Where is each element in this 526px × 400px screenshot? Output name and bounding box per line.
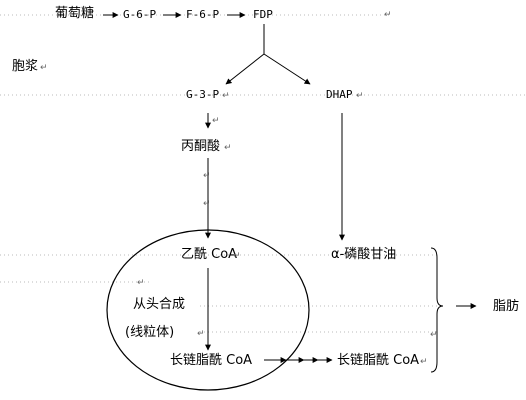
paragraph-mark: ↵ (233, 251, 241, 261)
node-long-chain-acyl-coa-left: 长链脂酰 CoA (170, 353, 253, 368)
node-acetyl-coa: 乙酰 CoA (181, 247, 238, 262)
node-pyruvate: 丙酮酸 (181, 139, 221, 154)
mitochondria-ellipse (106, 229, 310, 391)
paragraph-mark: ↵ (40, 63, 48, 73)
paragraph-mark: ↵ (430, 330, 438, 340)
paragraph-mark: ↵ (137, 278, 145, 288)
node-fat: 脂肪 (493, 299, 520, 314)
paragraph-mark: ↵ (203, 199, 211, 209)
paragraph-mark: ↵ (420, 357, 428, 367)
arrow-fdp-g3p (225, 53, 265, 85)
label-cytosol: 胞浆 (12, 59, 39, 74)
node-g3p: G-3-P (186, 88, 220, 101)
combine-brace (430, 247, 444, 373)
node-long-chain-acyl-coa-right: 长链脂酰 CoA (337, 353, 420, 368)
paragraph-mark: ↵ (197, 329, 205, 339)
node-fdp: FDP (253, 8, 273, 21)
paragraph-mark: ↵ (222, 91, 230, 101)
label-mitochondria: (线粒体) (125, 325, 175, 340)
arrow-fdp-dhap (263, 53, 311, 85)
node-alpha-glycerophosphate: α-磷酸甘油 (331, 247, 397, 262)
paragraph-mark: ↵ (224, 143, 232, 153)
paragraph-mark: ↵ (203, 171, 211, 181)
paragraph-mark: ↵ (356, 91, 364, 101)
node-glucose: 葡萄糖 (55, 6, 95, 21)
paragraph-mark: ↵ (212, 116, 220, 126)
paragraph-mark: ↵ (384, 10, 392, 20)
node-dhap: DHAP (326, 88, 353, 101)
node-g6p: G-6-P (123, 8, 157, 21)
label-de-novo-synthesis: 从头合成 (133, 297, 186, 312)
node-f6p: F-6-P (186, 8, 220, 21)
